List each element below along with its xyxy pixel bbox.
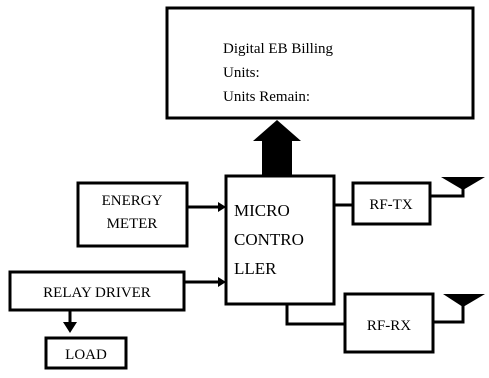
energy-meter-label-line-1: ENERGY bbox=[102, 193, 163, 209]
load-box bbox=[44, 336, 128, 370]
rf-tx-antenna-icon bbox=[441, 177, 485, 190]
rf-rx-box bbox=[343, 292, 435, 354]
rf-tx-label: RF-TX bbox=[369, 197, 413, 213]
load-arrowhead bbox=[63, 322, 77, 333]
display-line-1: Digital EB Billing bbox=[223, 41, 334, 57]
microcontroller-box bbox=[224, 174, 336, 306]
rf-rx-antenna-icon bbox=[443, 294, 485, 307]
rf-rx-connector bbox=[285, 304, 345, 326]
display-line-2: Units: bbox=[223, 65, 260, 81]
display-box bbox=[165, 6, 475, 120]
display-arrow bbox=[253, 120, 301, 176]
relay-driver-arrowhead bbox=[218, 277, 226, 287]
microcontroller-label-line-1: MICRO bbox=[234, 201, 290, 220]
rf-rx-label: RF-RX bbox=[367, 318, 411, 334]
microcontroller-label-line-2: CONTRO bbox=[234, 230, 304, 249]
load-label: LOAD bbox=[65, 347, 107, 363]
relay-driver-label: RELAY DRIVER bbox=[43, 285, 151, 301]
relay-driver-box bbox=[8, 270, 186, 312]
energy-meter-box bbox=[76, 181, 189, 248]
rf-rx-antenna-wire bbox=[433, 303, 465, 324]
microcontroller-label-line-3: LLER bbox=[234, 259, 277, 278]
energy-meter-arrowhead bbox=[218, 202, 226, 212]
energy-meter-label-line-2: METER bbox=[107, 216, 158, 232]
display-line-3: Units Remain: bbox=[223, 89, 310, 105]
rf-tx-box bbox=[351, 181, 432, 226]
